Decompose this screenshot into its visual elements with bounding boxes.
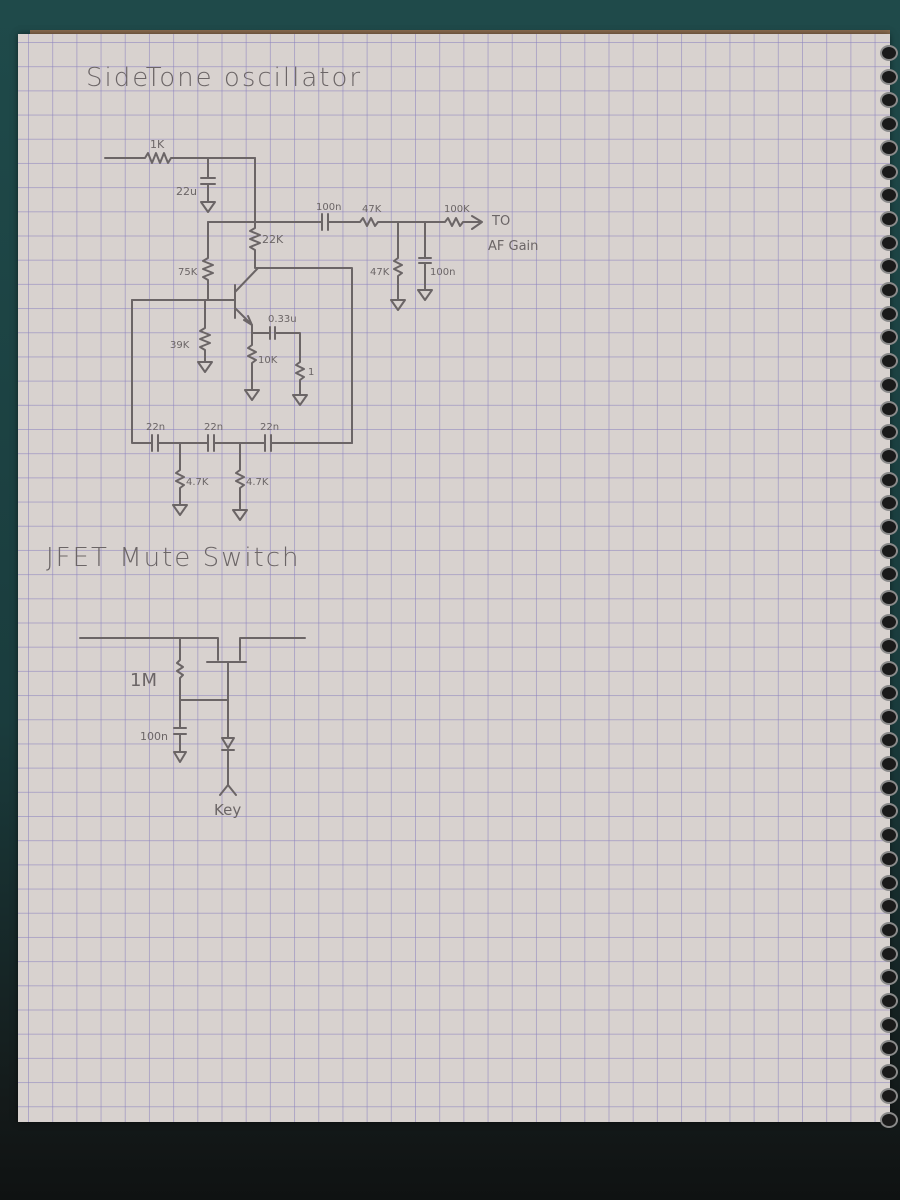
spiral-ring	[880, 187, 898, 204]
svg-text:22K: 22K	[262, 233, 284, 246]
svg-text:AF Gain: AF Gain	[488, 239, 538, 254]
oscillator-circuit: 1K 22u 22K 100n 47K 100K TO AF Gain 47K …	[104, 138, 538, 521]
spiral-ring	[880, 898, 898, 915]
spiral-ring	[880, 732, 898, 749]
spiral-ring	[880, 874, 898, 891]
spiral-ring	[880, 210, 898, 227]
svg-text:100n: 100n	[430, 267, 455, 278]
spiral-ring	[880, 234, 898, 251]
spiral-ring	[880, 282, 898, 298]
spiral-ring	[880, 1064, 898, 1081]
spiral-ring	[880, 424, 898, 441]
graph-paper-page	[18, 34, 890, 1122]
spiral-ring	[880, 756, 898, 772]
spiral-ring	[880, 1087, 898, 1104]
svg-text:22u: 22u	[176, 185, 197, 198]
spiral-ring	[880, 519, 898, 535]
spiral-ring	[880, 447, 898, 464]
svg-text:TO: TO	[491, 214, 510, 229]
spiral-ring	[880, 850, 898, 867]
svg-text:47K: 47K	[362, 204, 382, 215]
spiral-ring	[880, 542, 898, 559]
spiral-ring	[880, 471, 898, 488]
spiral-ring	[880, 1111, 898, 1128]
svg-text:1K: 1K	[150, 138, 165, 151]
svg-text:10K: 10K	[258, 355, 278, 366]
spiral-ring	[880, 1016, 898, 1033]
spiral-ring	[880, 803, 898, 820]
spiral-ring	[880, 684, 898, 701]
svg-text:100n: 100n	[140, 730, 168, 743]
spiral-ring	[880, 376, 898, 393]
svg-text:39K: 39K	[170, 340, 190, 351]
spiral-ring	[880, 637, 898, 654]
svg-text:0.33u: 0.33u	[268, 314, 297, 325]
mute-switch-circuit: 1M 100n Key	[79, 637, 306, 819]
spiral-ring	[880, 708, 898, 725]
svg-text:22n: 22n	[204, 422, 223, 433]
svg-text:1M: 1M	[130, 670, 157, 691]
spiral-ring	[880, 163, 898, 180]
spiral-ring	[880, 139, 898, 156]
spiral-ring	[880, 969, 898, 986]
spiral-ring	[880, 258, 898, 275]
spiral-ring	[880, 116, 898, 133]
spiral-binding	[880, 40, 900, 1128]
spiral-ring	[880, 1040, 898, 1057]
spiral-ring	[880, 921, 898, 938]
spiral-ring	[880, 590, 898, 607]
spiral-ring	[880, 993, 898, 1009]
spiral-ring	[880, 305, 898, 322]
svg-text:75K: 75K	[178, 267, 198, 278]
spiral-ring	[880, 827, 898, 844]
svg-text:100n: 100n	[316, 202, 341, 213]
svg-text:4.7K: 4.7K	[186, 477, 209, 488]
svg-text:4.7K: 4.7K	[246, 477, 269, 488]
spiral-ring	[880, 45, 898, 61]
svg-text:100K: 100K	[444, 204, 470, 215]
svg-text:22n: 22n	[146, 422, 165, 433]
spiral-ring	[880, 613, 898, 630]
svg-text:1: 1	[308, 367, 314, 378]
spiral-ring	[880, 400, 898, 417]
spiral-ring	[880, 945, 898, 962]
mute-switch-title: JFET Mute Switch	[46, 543, 301, 573]
svg-text:47K: 47K	[370, 267, 390, 278]
svg-text:22n: 22n	[260, 422, 279, 433]
spiral-ring	[880, 661, 898, 678]
spiral-ring	[880, 566, 898, 583]
spiral-ring	[880, 353, 898, 370]
spiral-ring	[880, 92, 898, 109]
spiral-ring	[880, 68, 898, 85]
spiral-ring	[880, 495, 898, 512]
spiral-ring	[880, 779, 898, 796]
oscillator-title: SideTone oscillator	[86, 63, 362, 93]
spiral-ring	[880, 329, 898, 346]
svg-text:Key: Key	[214, 801, 241, 819]
